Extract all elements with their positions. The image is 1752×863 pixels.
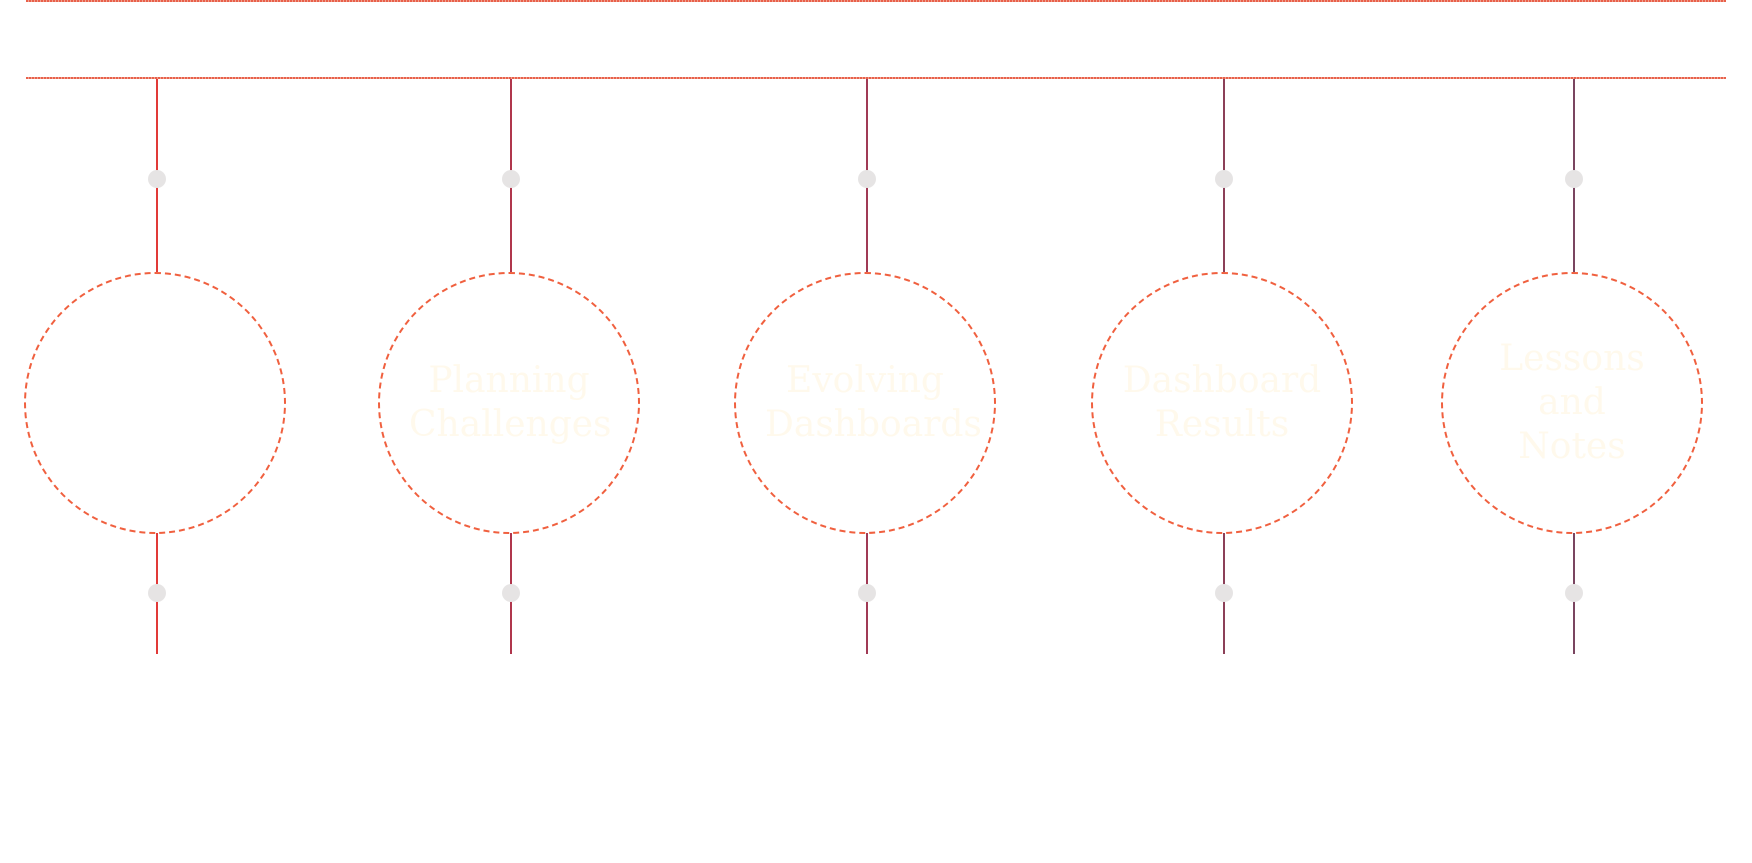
connector-dot-top [1565,170,1583,188]
timeline-node-3: Evolving Dashboards [734,79,1000,654]
node-circle[interactable]: Evolving Dashboards [734,272,996,534]
top-rule [26,0,1726,2]
connector-dot-bottom [502,584,520,602]
timeline-node-4: Dashboard Results [1091,79,1357,654]
node-label: Dashboard Results [1122,360,1322,445]
connector-dot-bottom [858,584,876,602]
timeline-node-5: Lessons and Notes [1441,79,1707,654]
node-label: Evolving Dashboards [765,360,982,445]
connector-dot-top [148,170,166,188]
connector-dot-top [1215,170,1233,188]
node-circle[interactable]: Lessons and Notes [1441,272,1703,534]
timeline-node-2: Planning Challenges [378,79,644,654]
connector-dot-top [858,170,876,188]
connector-dot-bottom [148,584,166,602]
header-rule [26,77,1726,79]
connector-dot-top [502,170,520,188]
connector-dot-bottom [1215,584,1233,602]
node-circle[interactable]: Planning Challenges [378,272,640,534]
node-circle[interactable]: Dashboard Results [1091,272,1353,534]
node-circle[interactable] [24,272,286,534]
node-label: Lessons and Notes [1499,338,1645,467]
connector-dot-bottom [1565,584,1583,602]
node-label: Planning Challenges [409,360,612,445]
timeline-node-1 [24,79,290,654]
